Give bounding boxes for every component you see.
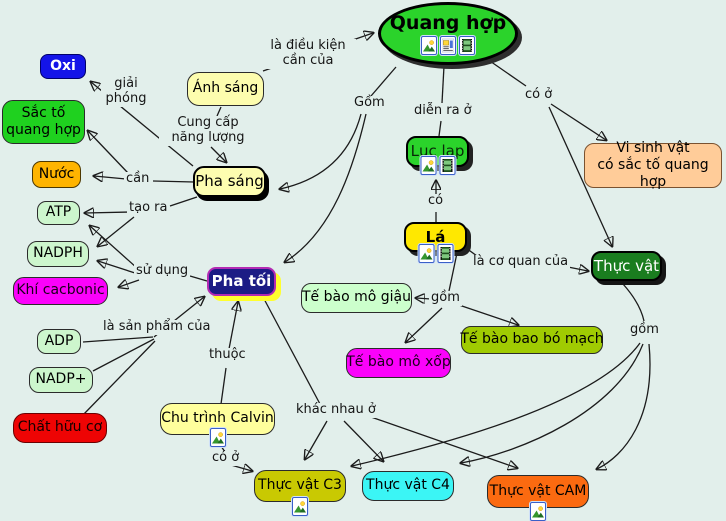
edge-label-la-co-quan-cua[interactable]: là cơ quan của	[471, 254, 571, 270]
document-icon[interactable]	[440, 36, 456, 56]
node-nadph[interactable]: NADPH	[27, 241, 89, 267]
attachment-icons	[421, 36, 475, 56]
node-pha-toi[interactable]: Pha tối	[207, 267, 276, 296]
edge-label-thuoc[interactable]: thuộc	[207, 347, 248, 363]
node-luc-lap-label: Lục lạp	[410, 142, 465, 161]
node-khi-cacbonic[interactable]: Khí cacbonic	[13, 277, 108, 305]
node-luc-lap[interactable]: Lục lạp	[406, 136, 469, 175]
image-icon[interactable]	[418, 244, 434, 263]
edge-label-tao-ra[interactable]: tạo ra	[127, 200, 170, 216]
film-icon[interactable]	[439, 156, 455, 175]
node-te-bao-bao-bo-mach[interactable]: Tế bào bao bó mạch	[460, 326, 604, 354]
node-te-bao-mo-xop[interactable]: Tế bào mô xốp	[346, 348, 451, 378]
node-atp[interactable]: ATP	[37, 201, 80, 225]
node-chu-trinh-calvin-label: Chu trình Calvin	[161, 410, 274, 427]
edge-label-co-o-top[interactable]: có ở	[523, 87, 555, 103]
image-icon[interactable]	[209, 428, 226, 447]
node-thuc-vat[interactable]: Thực vật	[591, 251, 662, 281]
node-sac-to-quang-hop[interactable]: Sắc tố quang hợp	[2, 100, 85, 144]
edge-label-co[interactable]: có	[426, 193, 446, 209]
attachment-icons	[420, 156, 455, 175]
node-nadp-plus[interactable]: NADP+	[29, 367, 93, 393]
attachment-icons	[418, 244, 453, 263]
node-te-bao-mo-giau[interactable]: Tế bào mô giậu	[301, 283, 412, 313]
edge-label-cung-cap-nang-luong[interactable]: Cung cấp năng lượng	[159, 115, 257, 146]
edge-label-giai-phong[interactable]: giải phóng	[101, 76, 151, 107]
edge-label-la-dieu-kien-can-cua[interactable]: là điều kiện cần của	[260, 38, 356, 69]
node-adp[interactable]: ADP	[37, 329, 81, 354]
node-anh-sang[interactable]: Ánh sáng	[187, 72, 264, 106]
edge-label-dien-ra-o[interactable]: diễn ra ở	[412, 103, 474, 119]
edge-label-la-san-pham-cua[interactable]: là sản phẩm của	[101, 319, 213, 335]
attachment-icons	[530, 502, 546, 521]
edge-label-can[interactable]: cần	[124, 171, 152, 187]
node-oxi[interactable]: Oxi	[40, 54, 86, 79]
node-chu-trinh-calvin[interactable]: Chu trình Calvin	[160, 403, 275, 447]
image-icon[interactable]	[420, 156, 436, 175]
edge-label-su-dung[interactable]: sử dụng	[134, 263, 191, 279]
node-thuc-vat-cam-label: Thực vật CAM	[489, 482, 587, 499]
attachment-icons	[292, 497, 308, 516]
film-icon[interactable]	[437, 244, 453, 263]
node-thuc-vat-c4[interactable]: Thực vật C4	[362, 471, 454, 501]
edge-label-gom-top[interactable]: Gồm	[352, 95, 387, 111]
node-chat-huu-co[interactable]: Chất hữu cơ	[13, 413, 107, 443]
attachment-icons	[209, 428, 226, 447]
node-thuc-vat-cam[interactable]: Thực vật CAM	[487, 475, 589, 521]
node-quang-hop[interactable]: Quang hợp	[378, 2, 518, 65]
node-thuc-vat-c3[interactable]: Thực vật C3	[254, 470, 346, 516]
node-quang-hop-label: Quang hợp	[389, 11, 507, 34]
node-nuoc[interactable]: Nước	[32, 161, 81, 188]
edge-label-gom-right[interactable]: gồm	[628, 322, 661, 338]
image-icon[interactable]	[421, 36, 437, 56]
film-icon[interactable]	[459, 36, 475, 56]
edge-label-khac-nhau-o[interactable]: khác nhau ở	[294, 402, 378, 418]
node-vi-sinh-vat[interactable]: Vi sinh vật có sắc tố quang hợp	[584, 140, 722, 190]
node-thuc-vat-c3-label: Thực vật C3	[258, 477, 342, 494]
image-icon[interactable]	[292, 497, 308, 516]
node-pha-sang[interactable]: Pha sáng	[193, 166, 266, 197]
node-la-label: Lá	[425, 227, 446, 246]
node-la[interactable]: Lá	[404, 222, 467, 263]
edge-label-co-o-bottom[interactable]: có ở	[210, 450, 242, 466]
image-icon[interactable]	[530, 502, 546, 521]
edge-label-gom-la[interactable]: gồm	[429, 290, 462, 306]
